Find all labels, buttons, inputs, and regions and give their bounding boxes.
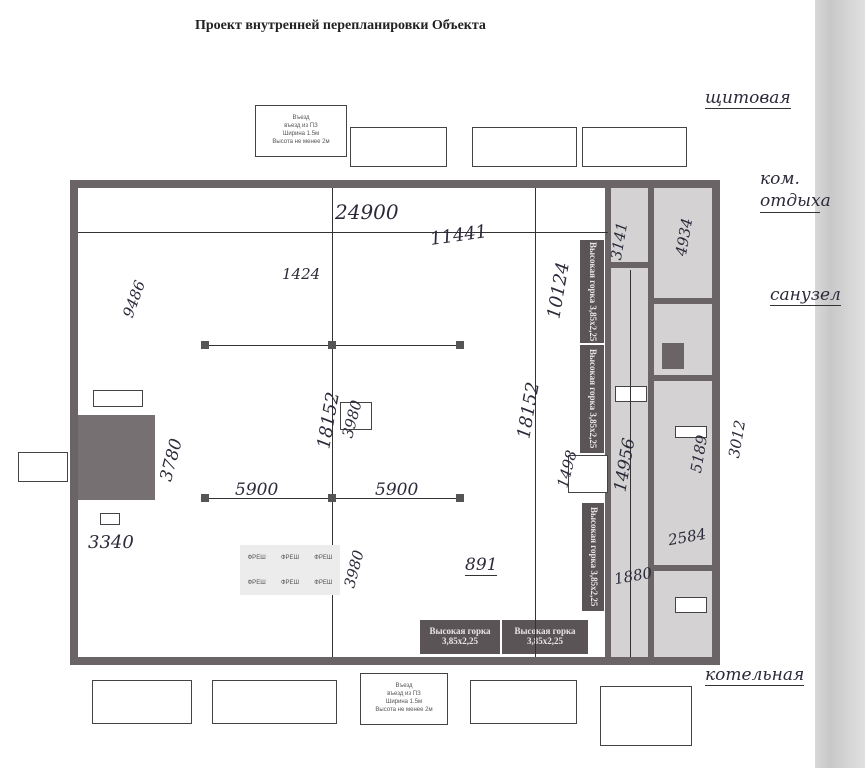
- dim-3780: 3780: [156, 436, 187, 484]
- wall-bottom: [70, 657, 720, 665]
- wall-rest: [654, 298, 712, 304]
- slide-3: Высокая горка 3,85x2,25: [582, 503, 604, 611]
- table-label: ФРЕШ: [314, 579, 333, 586]
- equipment-label: [615, 386, 647, 402]
- dim-line: [78, 232, 608, 233]
- info-box: [350, 127, 447, 167]
- info-box: [600, 686, 692, 746]
- lift-block: [78, 415, 155, 500]
- dim-3980-lower: 3980: [340, 548, 368, 590]
- info-box: [472, 127, 577, 167]
- column: [328, 494, 336, 502]
- column: [201, 494, 209, 502]
- wall-boiler: [654, 565, 712, 571]
- equipment-label: [340, 402, 372, 430]
- wall-right: [712, 180, 720, 665]
- table-label: ФРЕШ: [247, 554, 266, 561]
- wall-service: [605, 188, 611, 657]
- label-electrical: щитовая: [705, 88, 791, 109]
- shaft: [662, 343, 684, 369]
- wall-bath: [654, 375, 712, 381]
- info-box: [92, 680, 192, 724]
- column: [328, 341, 336, 349]
- bottom-entry-box: Въезд въезд из ПЗ Ширина 1.5м Высота не …: [360, 673, 448, 725]
- equipment-label: [100, 513, 120, 525]
- slide-4: Высокая горка 3,85x2,25: [420, 620, 500, 654]
- slide-1: Высокая горка 3,85x2,25: [580, 240, 604, 343]
- axis-line: [332, 188, 333, 657]
- dim-9486: 9486: [119, 277, 150, 321]
- dim-3012: 3012: [724, 418, 750, 460]
- table-label: ФРЕШ: [280, 579, 300, 586]
- label-rest-room: ком. отдыха: [760, 168, 831, 214]
- column: [201, 341, 209, 349]
- dim-3340: 3340: [88, 532, 134, 553]
- table-label: ФРЕШ: [247, 579, 266, 586]
- dim-5900-right: 5900: [375, 480, 419, 500]
- table-label: ФРЕШ: [314, 554, 333, 561]
- dim-5900-left: 5900: [235, 480, 279, 500]
- dim-24900: 24900: [335, 200, 399, 224]
- info-box: [18, 452, 68, 482]
- equipment-label: [93, 390, 143, 407]
- slide-2: Высокая горка 3,85x2,25: [580, 345, 604, 453]
- dim-1424: 1424: [282, 265, 321, 283]
- dim-line: [630, 270, 631, 657]
- column: [456, 341, 464, 349]
- wall-top: [70, 180, 720, 188]
- wall-electrical: [611, 262, 648, 268]
- info-box: [212, 680, 337, 724]
- info-box: [470, 680, 577, 724]
- wall-left: [70, 180, 78, 665]
- info-box: [582, 127, 687, 167]
- column: [456, 494, 464, 502]
- wall-service-mid: [648, 188, 654, 657]
- scan-edge: [815, 0, 865, 768]
- dim-11441: 11441: [428, 221, 489, 250]
- table-label: ФРЕШ: [280, 554, 300, 561]
- equipment-label: [675, 426, 707, 438]
- boiler-equipment: [675, 597, 707, 613]
- dim-10124: 10124: [543, 260, 574, 321]
- label-bathroom: санузел: [770, 285, 841, 306]
- top-entry-box: Въезд въезд из ПЗ Ширина 1.5м Высота не …: [255, 105, 347, 157]
- equipment-label: [568, 455, 608, 493]
- table-group: ФРЕШ ФРЕШ ФРЕШ ФРЕШ ФРЕШ ФРЕШ: [240, 545, 340, 595]
- axis-line: [535, 188, 536, 657]
- document-title: Проект внутренней перепланировки Объекта: [195, 18, 486, 33]
- dim-891: 891: [465, 555, 498, 576]
- label-boiler: котельная: [705, 665, 805, 686]
- slide-5: Высокая горка 3,85x2,25: [502, 620, 588, 654]
- dim-18152-right: 18152: [513, 380, 544, 441]
